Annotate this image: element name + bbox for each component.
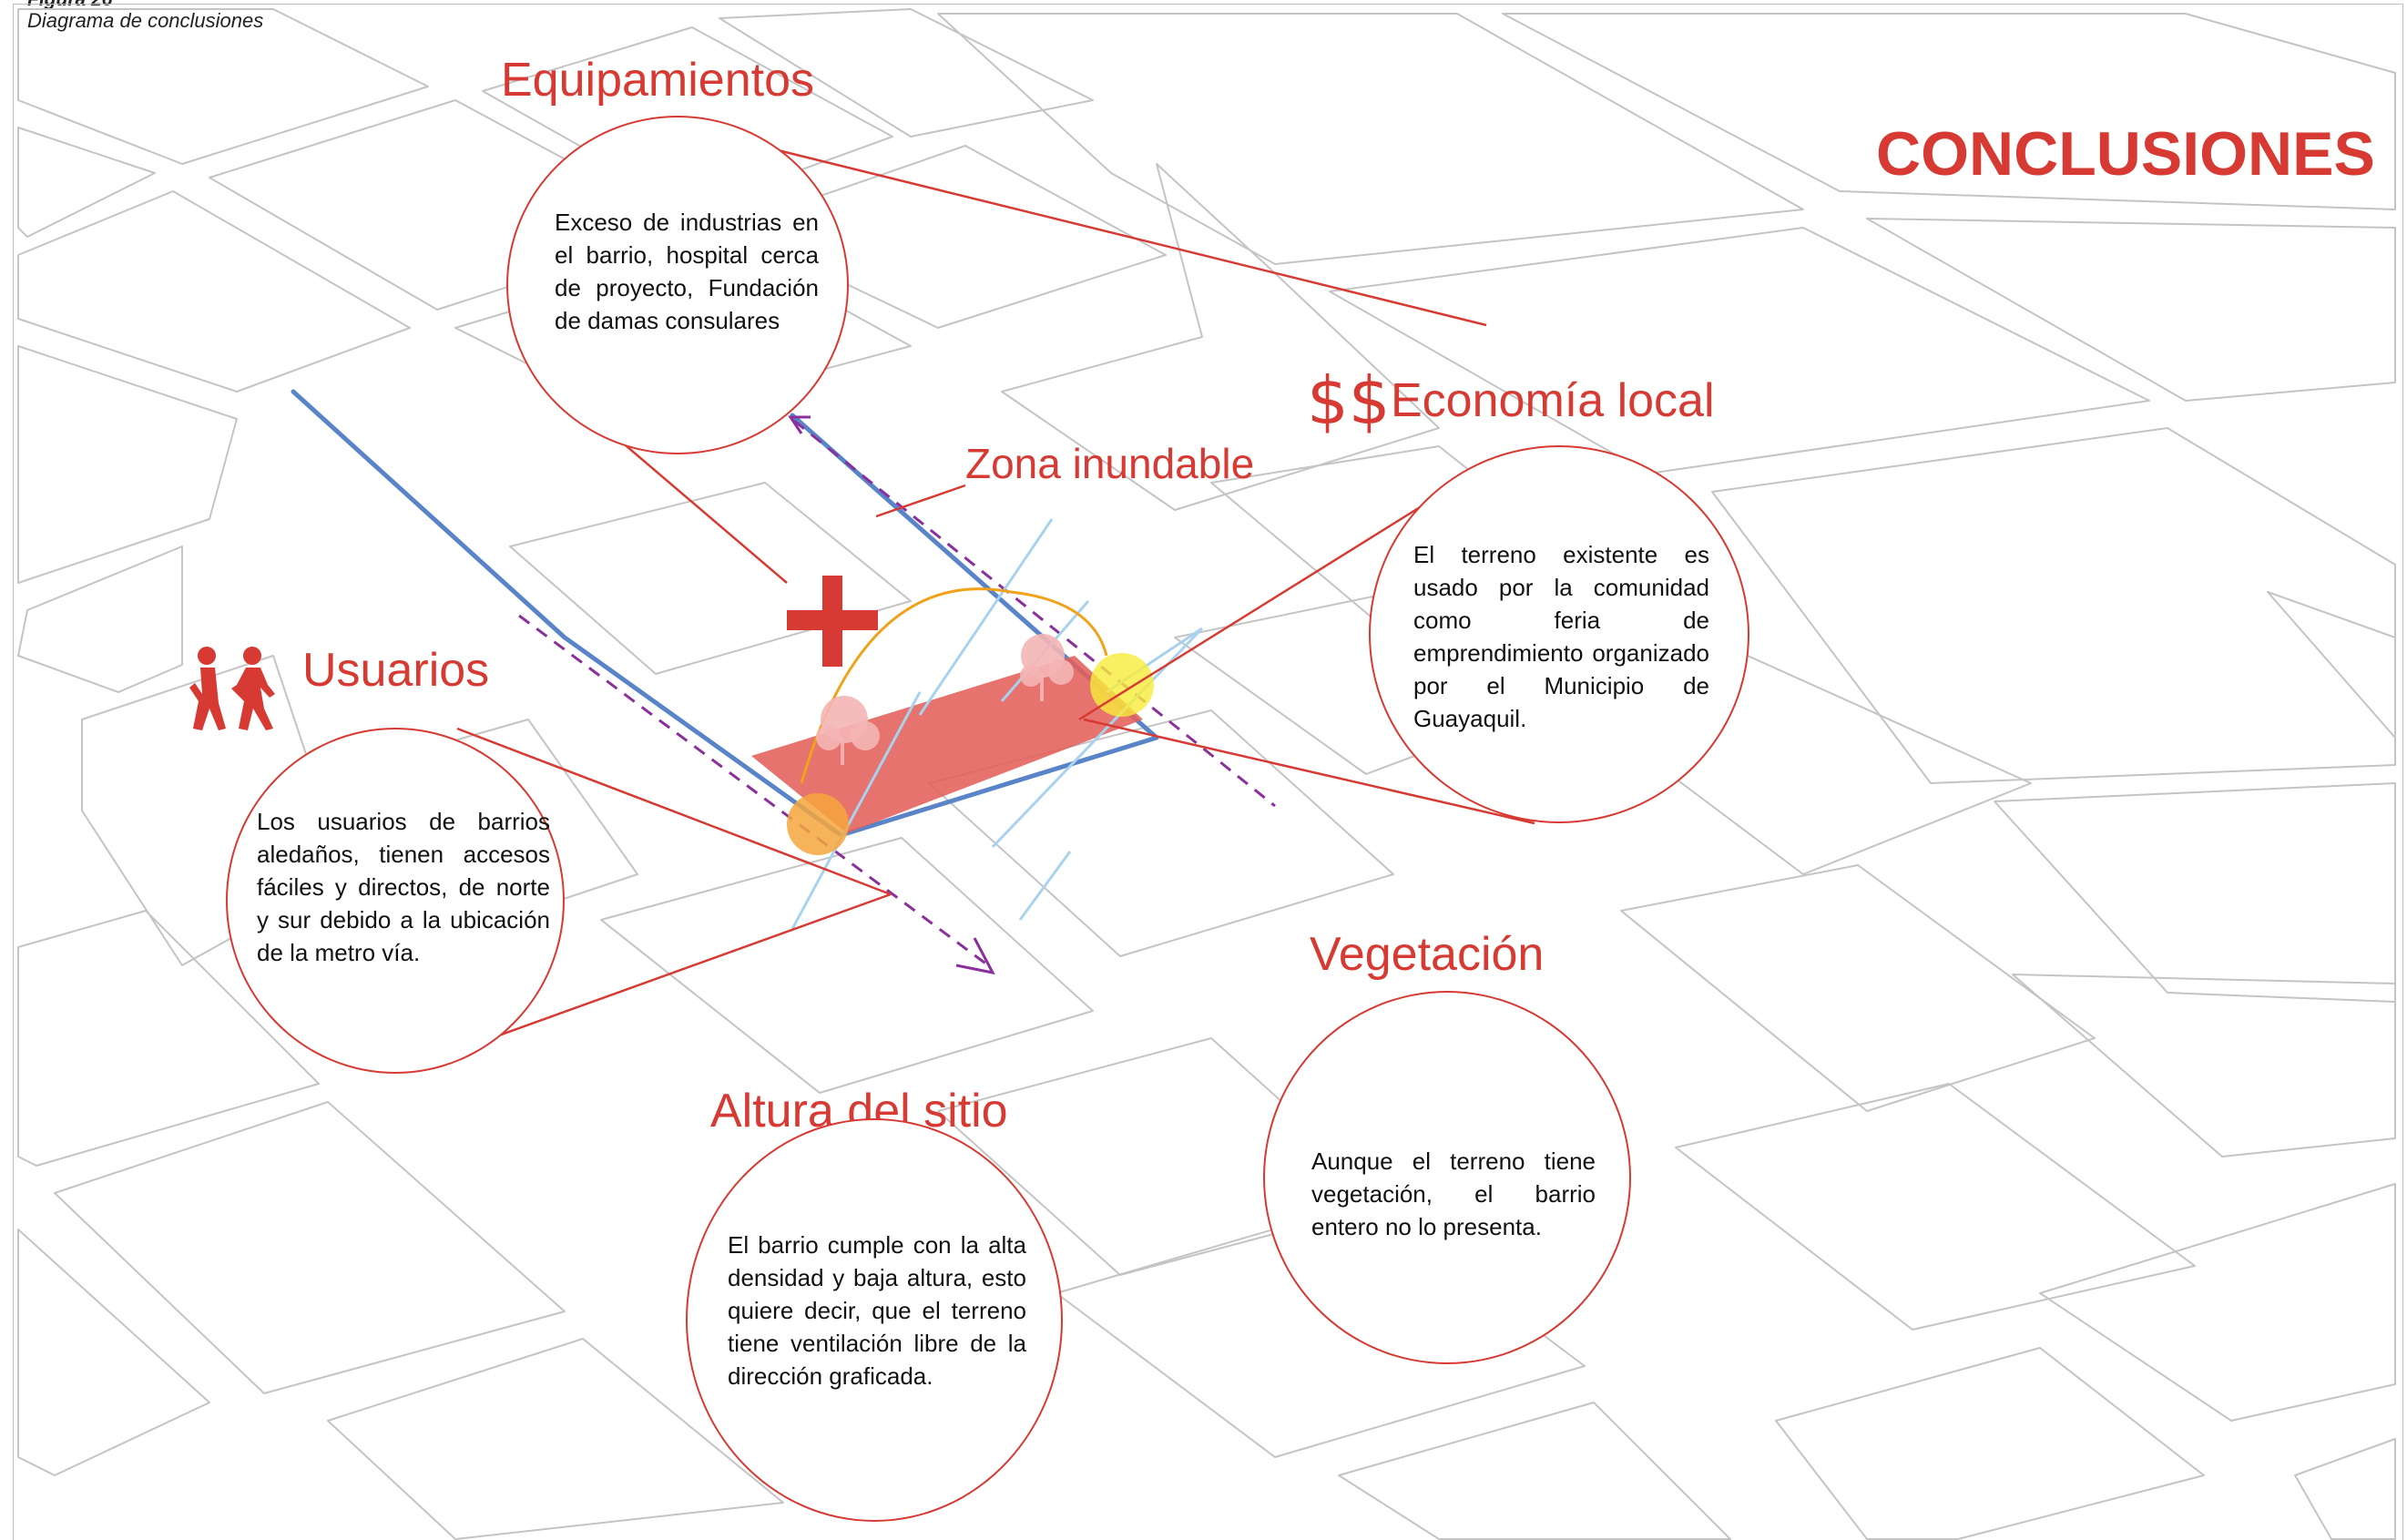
equipamientos-text: Exceso de industrias en el barrio, hospi… — [555, 209, 819, 334]
economia-bubble: El terreno existente es usado por la com… — [1369, 445, 1749, 823]
vehicle-routes — [518, 419, 1276, 967]
heading-economia: Economía local — [1391, 374, 1715, 427]
altura-text: El barrio cumple con la alta densidad y … — [728, 1231, 1026, 1390]
heading-usuarios: Usuarios — [302, 644, 490, 697]
vegetacion-bubble: Aunque el terreno tiene vegetación, el b… — [1263, 991, 1631, 1364]
people-walking-icon — [189, 647, 275, 730]
heading-equipamientos: Equipamientos — [501, 54, 814, 107]
heading-zona-inundable: Zona inundable — [965, 440, 1255, 487]
leader-lines — [427, 142, 1535, 1063]
project-site — [751, 656, 1143, 833]
diagram-frame — [13, 4, 2403, 1540]
economia-text: El terreno existente es usado por la com… — [1413, 541, 1709, 732]
red-cross-icon — [787, 576, 878, 667]
sun-high-icon — [1090, 653, 1154, 717]
sun-path — [800, 587, 1108, 784]
route-arrowheads — [788, 415, 995, 975]
figure-number: Figura 26 — [27, 0, 112, 11]
usuarios-text: Los usuarios de barrios aledaños, tienen… — [257, 808, 550, 966]
dollar-icon: $$ — [1307, 362, 1391, 439]
vegetacion-text: Aunque el terreno tiene vegetación, el b… — [1311, 1147, 1596, 1240]
usuarios-bubble: Los usuarios de barrios aledaños, tienen… — [226, 728, 565, 1074]
page-title: CONCLUSIONES — [1876, 119, 2375, 189]
heading-vegetacion: Vegetación — [1310, 928, 1545, 981]
sun-low-icon — [787, 793, 849, 855]
altura-bubble: El barrio cumple con la alta densidad y … — [686, 1118, 1063, 1522]
site-trees-icon — [816, 634, 1074, 765]
main-roads — [291, 389, 1159, 837]
equipamientos-bubble: Exceso de industrias en el barrio, hospi… — [506, 116, 849, 454]
figure-caption: Diagrama de conclusiones — [27, 9, 264, 32]
